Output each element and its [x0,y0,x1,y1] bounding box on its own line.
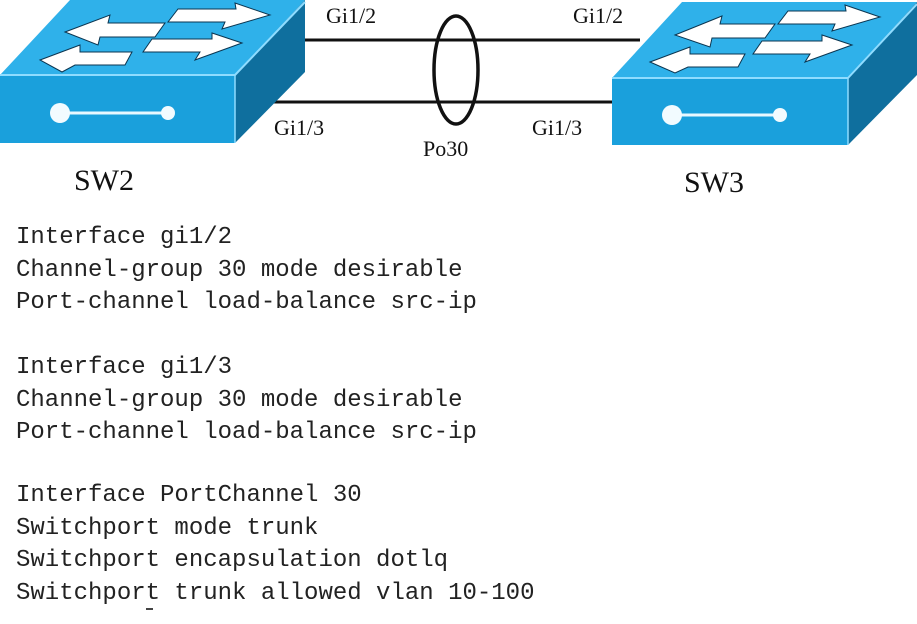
config-line: Switchport mode trunk [16,514,319,542]
config-line: Interface gi1/2 [16,224,233,251]
config-line: Switchport trunk allowed vlan 10-100 [16,579,535,607]
switch-icon [0,0,306,143]
sw2-port-label-top: Gi1/2 [326,3,376,28]
config-line: Interface PortChannel 30 [16,482,362,509]
topology-diagram: Gi1/2 Gi1/2 Gi1/3 Gi1/3 Po30 SW2 SW3 [0,0,917,199]
stray-mark [146,608,153,610]
config-line: Port-channel load-balance src-ip [16,289,477,316]
switch-name-sw2: SW2 [74,164,134,197]
sw2-port-label-bottom: Gi1/3 [274,115,324,140]
config-line: Channel-group 30 mode desirable [16,256,463,284]
sw3-port-label-bottom: Gi1/3 [532,115,582,140]
config-line: Channel-group 30 mode desirable [16,386,463,414]
config-block-portchannel-30: Interface PortChannel 30 Switchport mode … [16,480,534,610]
port-channel-bundle-icon [432,14,480,126]
config-line: Switchport encapsulation dotlq [16,547,449,574]
bundle-label: Po30 [423,136,468,161]
switch-name-sw3: SW3 [684,166,744,199]
switch-icon [612,2,917,145]
config-line: Interface gi1/3 [16,354,233,381]
sw3-port-label-top: Gi1/2 [573,3,623,28]
config-line: Port-channel load-balance src-ip [16,419,477,446]
